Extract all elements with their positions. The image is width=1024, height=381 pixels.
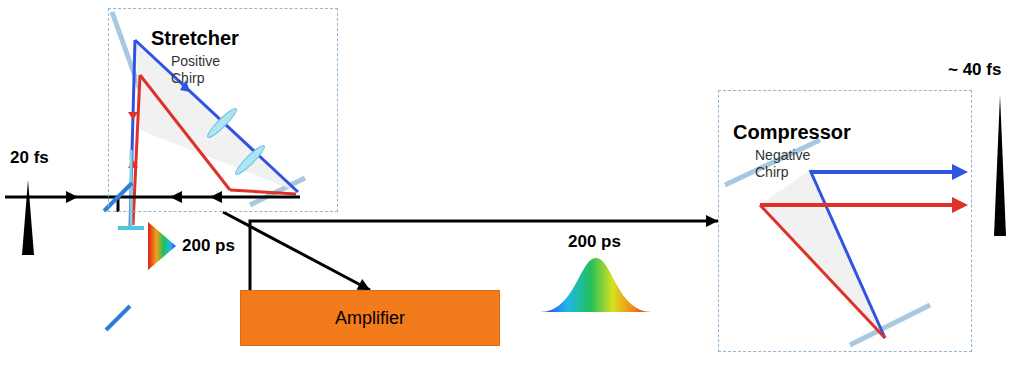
pulse-duration: 200 ps xyxy=(566,232,623,252)
chirp-note: Negative Chirp xyxy=(755,147,817,181)
chirp-note: Positive Chirp xyxy=(171,53,233,87)
beam-connector xyxy=(223,212,370,290)
amplifier-title: Amplifier xyxy=(335,308,405,329)
compressor-box: CompressorNegative Chirp xyxy=(718,90,972,352)
pulse-duration: ~ 40 fs xyxy=(946,60,1003,80)
stretcher-title: Stretcher xyxy=(151,27,239,50)
stretcher-box: StretcherPositive Chirp xyxy=(108,8,338,212)
compressor-title: Compressor xyxy=(733,121,851,144)
pulse-duration: 200 ps xyxy=(180,236,237,256)
compressor-optics xyxy=(725,140,968,345)
pulse-duration: 20 fs xyxy=(8,148,51,168)
amplifier-box: Amplifier xyxy=(240,290,500,346)
